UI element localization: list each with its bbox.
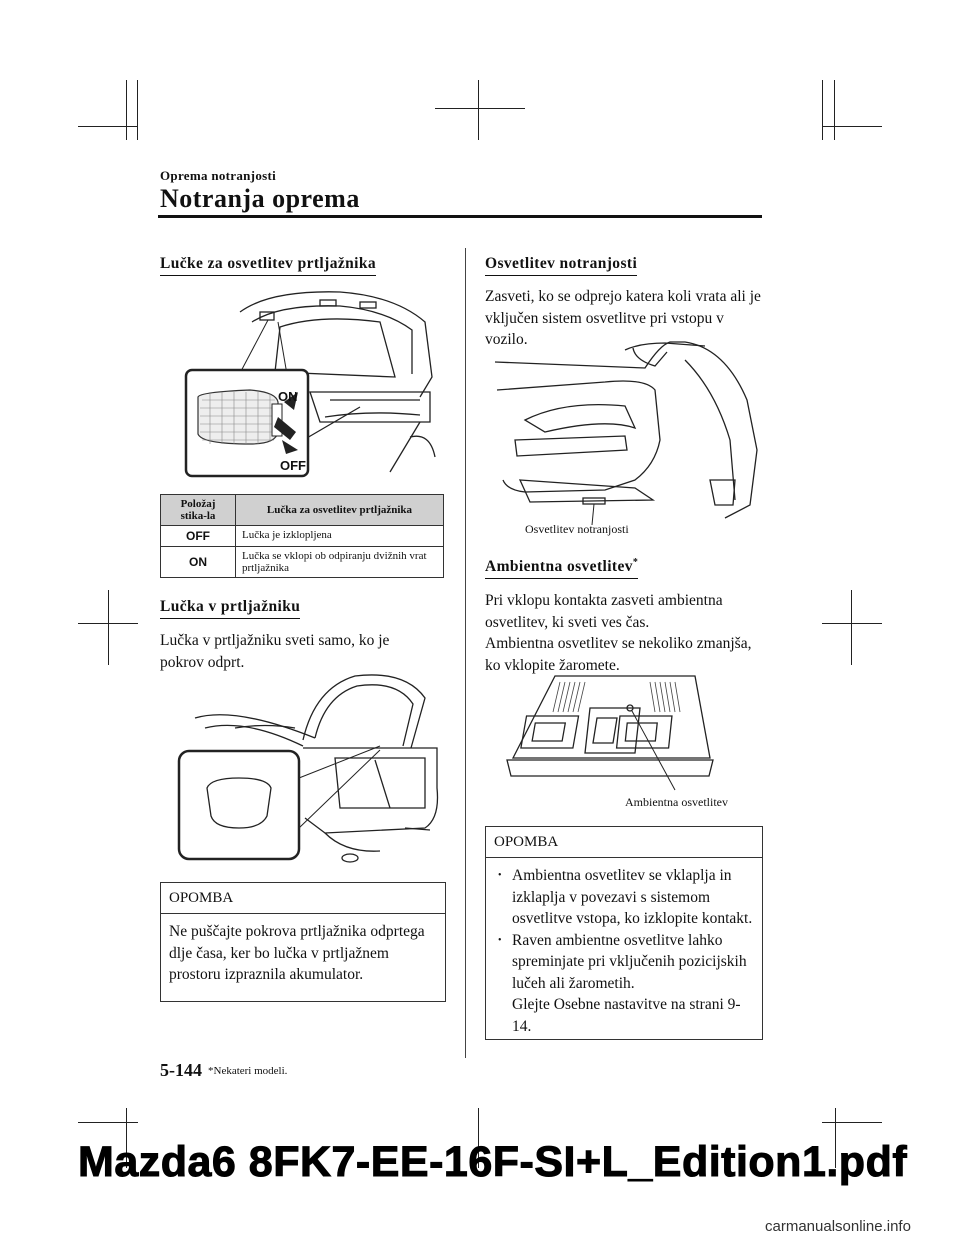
table-row: OFF Lučka je izklopljena xyxy=(160,525,444,547)
crop-mark xyxy=(78,1122,138,1123)
table-header-cell: Lučka za osvetlitev prtljažnika xyxy=(235,494,444,526)
ambient-light-heading: Ambientna osvetlitev* xyxy=(485,557,639,580)
table-header-row: Položaj stika-la Lučka za osvetlitev prt… xyxy=(160,494,444,526)
ambient-text-2: Ambientna osvetlitev se nekoliko zmanjša… xyxy=(485,635,752,674)
ambient-note-box: OPOMBA Ambientna osvetlitev se vklaplja … xyxy=(485,826,763,1040)
note-heading: OPOMBA xyxy=(486,827,762,858)
interior-light-heading: Osvetlitev notranjosti xyxy=(485,255,638,276)
section-name: Oprema notranjosti xyxy=(160,168,277,183)
crop-mark xyxy=(126,1108,127,1168)
page-number: 5-144 xyxy=(160,1060,202,1080)
crop-mark xyxy=(834,80,835,140)
crop-mark xyxy=(78,623,138,624)
crop-mark xyxy=(108,590,109,665)
table-cell: Lučka je izklopljena xyxy=(235,525,444,547)
trunk-note-box: OPOMBA Ne puščajte pokrova prtljažnika o… xyxy=(160,882,446,1002)
column-divider xyxy=(465,248,466,1058)
note-bullet: Raven ambientne osvetlitve lahko spremin… xyxy=(498,930,754,995)
crop-mark xyxy=(835,1108,836,1168)
switch-off-label: OFF xyxy=(280,458,306,473)
crop-mark xyxy=(822,80,823,140)
table-cell: ON xyxy=(160,546,236,578)
crop-mark xyxy=(851,590,852,665)
trunk-lamp-heading: Lučka v prtljažniku xyxy=(160,598,301,619)
crop-mark xyxy=(822,623,882,624)
table-cell: OFF xyxy=(160,525,236,547)
switch-position-table: Položaj stika-la Lučka za osvetlitev prt… xyxy=(160,494,444,578)
crop-mark xyxy=(478,1108,479,1168)
note-reference: Glejte Osebne nastavitve na strani 9-14. xyxy=(512,996,741,1035)
page-title: Notranja oprema xyxy=(160,184,360,213)
table-header-cell: Položaj stika-la xyxy=(160,494,236,526)
note-heading: OPOMBA xyxy=(161,883,445,914)
table-row: ON Lučka se vklopi ob odpiranju dvižnih … xyxy=(160,546,444,578)
crop-mark xyxy=(137,80,138,140)
note-text: Ne puščajte pokrova prtljažnika odprtega… xyxy=(169,923,425,983)
footnote: *Nekateri modeli. xyxy=(208,1065,288,1077)
filename-watermark: Mazda6 8FK7-EE-16F-SI+L_Edition1.pdf xyxy=(77,1138,908,1187)
crop-mark xyxy=(126,80,127,140)
ambient-light-caption: Ambientna osvetlitev xyxy=(625,795,728,809)
table-cell: Lučka se vklopi ob odpiranju dvižnih vra… xyxy=(235,546,444,578)
header-rule xyxy=(158,215,762,218)
crop-mark xyxy=(478,80,479,140)
site-watermark: carmanualsonline.info xyxy=(765,1218,911,1235)
crop-mark xyxy=(435,108,525,109)
interior-light-caption: Osvetlitev notranjosti xyxy=(525,522,629,536)
switch-on-label: ON xyxy=(278,389,298,404)
note-bullet: Ambientna osvetlitev se vklaplja in izkl… xyxy=(498,865,754,930)
tailgate-switch-illustration xyxy=(184,291,436,478)
open-trunk-illustration xyxy=(177,674,439,863)
trunk-lamp-text: Lučka v prtljažniku sveti samo, ko je po… xyxy=(160,632,390,671)
crop-mark xyxy=(822,1122,882,1123)
trunk-lamps-heading: Lučke za osvetlitev prtljažnika xyxy=(160,255,377,276)
ambient-text-1: Pri vklopu kontakta zasveti ambientna os… xyxy=(485,592,723,631)
crop-mark xyxy=(822,126,882,127)
door-interior-illustration xyxy=(494,341,758,526)
overhead-console-illustration xyxy=(506,675,714,791)
interior-light-text: Zasveti, ko se odprejo katera koli vrata… xyxy=(485,288,761,348)
crop-mark xyxy=(78,126,138,127)
